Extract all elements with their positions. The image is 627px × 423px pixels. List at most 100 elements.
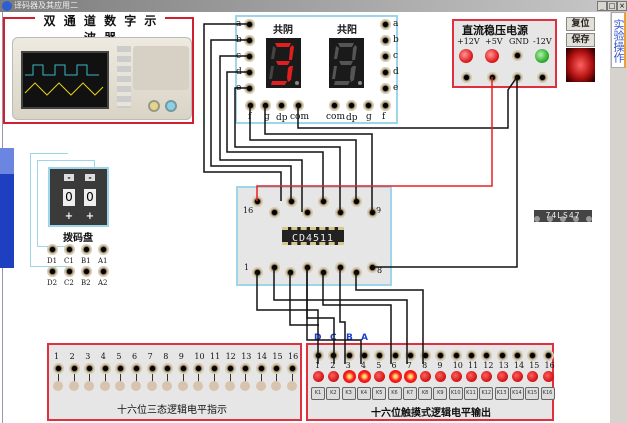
chip-pin-2[interactable] bbox=[269, 262, 280, 273]
oscilloscope[interactable] bbox=[12, 37, 192, 120]
output-jack[interactable] bbox=[450, 350, 462, 361]
indicator-jack[interactable] bbox=[84, 363, 96, 374]
cathode-pin-b[interactable] bbox=[244, 35, 255, 46]
output-key-k16[interactable]: K16 bbox=[540, 387, 555, 400]
chip-pin-8[interactable] bbox=[367, 262, 378, 273]
dial-pin-b1[interactable] bbox=[81, 244, 92, 255]
cathode-pin-com[interactable] bbox=[293, 100, 304, 111]
anode-pin-a[interactable] bbox=[380, 19, 391, 30]
cathode-pin-g[interactable] bbox=[260, 100, 271, 111]
anode-pin-dp[interactable] bbox=[346, 100, 357, 111]
indicator-jack[interactable] bbox=[68, 363, 80, 374]
dial-pin-a2[interactable] bbox=[98, 266, 109, 277]
ch1-input[interactable] bbox=[148, 100, 160, 112]
chip-pin-6[interactable] bbox=[335, 262, 346, 273]
output-key-k13[interactable]: K13 bbox=[494, 387, 509, 400]
output-jack[interactable] bbox=[358, 350, 370, 361]
chip-pin-5[interactable] bbox=[318, 267, 329, 278]
dial-pin-d2[interactable] bbox=[47, 266, 58, 277]
chip-pin-3[interactable] bbox=[285, 267, 296, 278]
chip-pin-1[interactable] bbox=[252, 267, 263, 278]
output-jack[interactable] bbox=[435, 350, 447, 361]
anode-pin-f[interactable] bbox=[380, 100, 391, 111]
output-jack[interactable] bbox=[481, 350, 493, 361]
scroll-thumb[interactable] bbox=[0, 148, 14, 174]
indicator-jack[interactable] bbox=[115, 363, 127, 374]
output-jack[interactable] bbox=[420, 350, 432, 361]
indicator-jack[interactable] bbox=[240, 363, 252, 374]
chip-pin-16[interactable] bbox=[252, 196, 263, 207]
output-key-k5[interactable]: K5 bbox=[372, 387, 387, 400]
cathode-pin-f[interactable] bbox=[245, 100, 256, 111]
dial-pin-c2[interactable] bbox=[64, 266, 75, 277]
output-key-k4[interactable]: K4 bbox=[356, 387, 371, 400]
jack-minus12v[interactable] bbox=[537, 72, 548, 83]
output-jack[interactable] bbox=[404, 350, 416, 361]
anode-pin-d[interactable] bbox=[380, 67, 391, 78]
output-key-k10[interactable]: K10 bbox=[448, 387, 463, 400]
indicator-jack[interactable] bbox=[193, 363, 205, 374]
power-indicator-lamp[interactable] bbox=[566, 48, 595, 82]
jack-plus12v[interactable] bbox=[461, 72, 472, 83]
output-jack[interactable] bbox=[313, 350, 324, 361]
indicator-jack[interactable] bbox=[209, 363, 220, 374]
output-key-k6[interactable]: K6 bbox=[387, 387, 402, 400]
jack-plus5v[interactable] bbox=[487, 72, 498, 83]
output-key-k8[interactable]: K8 bbox=[418, 387, 433, 400]
indicator-jack[interactable] bbox=[224, 363, 236, 374]
indicator-jack[interactable] bbox=[131, 363, 142, 374]
chip-pin-12[interactable] bbox=[318, 196, 329, 207]
anode-pin-g[interactable] bbox=[363, 100, 374, 111]
ch2-input[interactable] bbox=[165, 100, 177, 112]
tab-experiment-ops[interactable]: 实验操作 bbox=[611, 12, 626, 68]
dial2-minus-button[interactable]: - bbox=[85, 173, 95, 181]
output-key-k11[interactable]: K11 bbox=[464, 387, 478, 400]
output-jack[interactable] bbox=[542, 350, 554, 361]
left-scroll-strip[interactable] bbox=[0, 148, 14, 268]
cd4511-chip[interactable]: CD4511 bbox=[282, 227, 344, 245]
chip-pin-7[interactable] bbox=[351, 267, 362, 278]
chip-pin-9[interactable] bbox=[367, 207, 378, 218]
indicator-jack[interactable] bbox=[146, 363, 158, 374]
anode-pin-e[interactable] bbox=[380, 83, 391, 94]
output-jack[interactable] bbox=[496, 350, 508, 361]
indicator-jack[interactable] bbox=[99, 363, 111, 374]
close-button[interactable]: × bbox=[617, 1, 627, 11]
cathode-pin-c[interactable] bbox=[244, 51, 255, 62]
dial-pin-b2[interactable] bbox=[81, 266, 92, 277]
maximize-button[interactable]: □ bbox=[607, 1, 617, 11]
control-knobs[interactable] bbox=[133, 46, 189, 90]
indicator-jack[interactable] bbox=[287, 363, 298, 374]
reset-button[interactable]: 复位 bbox=[566, 17, 595, 31]
output-jack[interactable] bbox=[466, 350, 477, 361]
output-key-k3[interactable]: K3 bbox=[341, 387, 356, 400]
output-key-k7[interactable]: K7 bbox=[402, 387, 417, 400]
minimize-button[interactable]: _ bbox=[597, 1, 607, 11]
chip-pin-10[interactable] bbox=[351, 196, 362, 207]
indicator-jack[interactable] bbox=[255, 363, 267, 374]
indicator-jack[interactable] bbox=[53, 363, 64, 374]
chip-pin-14[interactable] bbox=[286, 196, 297, 207]
output-key-k12[interactable]: K12 bbox=[479, 387, 494, 400]
cathode-pin-dp[interactable] bbox=[276, 100, 287, 111]
indicator-jack[interactable] bbox=[177, 363, 189, 374]
output-key-k2[interactable]: K2 bbox=[326, 387, 341, 400]
output-key-k15[interactable]: K15 bbox=[525, 387, 540, 400]
anode-pin-b[interactable] bbox=[380, 35, 391, 46]
dial-pin-a1[interactable] bbox=[98, 244, 109, 255]
spare-74ls47-chip[interactable]: 74LS47 bbox=[534, 210, 592, 222]
dial-pin-c1[interactable] bbox=[64, 244, 75, 255]
output-key-k14[interactable]: K14 bbox=[509, 387, 524, 400]
indicator-jack[interactable] bbox=[162, 363, 174, 374]
indicator-jack[interactable] bbox=[271, 363, 283, 374]
cathode-pin-d[interactable] bbox=[244, 67, 255, 78]
output-jack[interactable] bbox=[511, 350, 523, 361]
anode-pin-c[interactable] bbox=[380, 51, 391, 62]
chip-pin-13[interactable] bbox=[302, 207, 313, 218]
dial2-plus-button[interactable]: + bbox=[85, 211, 95, 222]
save-button[interactable]: 保存 bbox=[566, 33, 595, 47]
output-jack[interactable] bbox=[527, 350, 539, 361]
chip-pin-11[interactable] bbox=[335, 207, 346, 218]
output-jack[interactable] bbox=[389, 350, 401, 361]
chip-pin-4[interactable] bbox=[302, 262, 313, 273]
